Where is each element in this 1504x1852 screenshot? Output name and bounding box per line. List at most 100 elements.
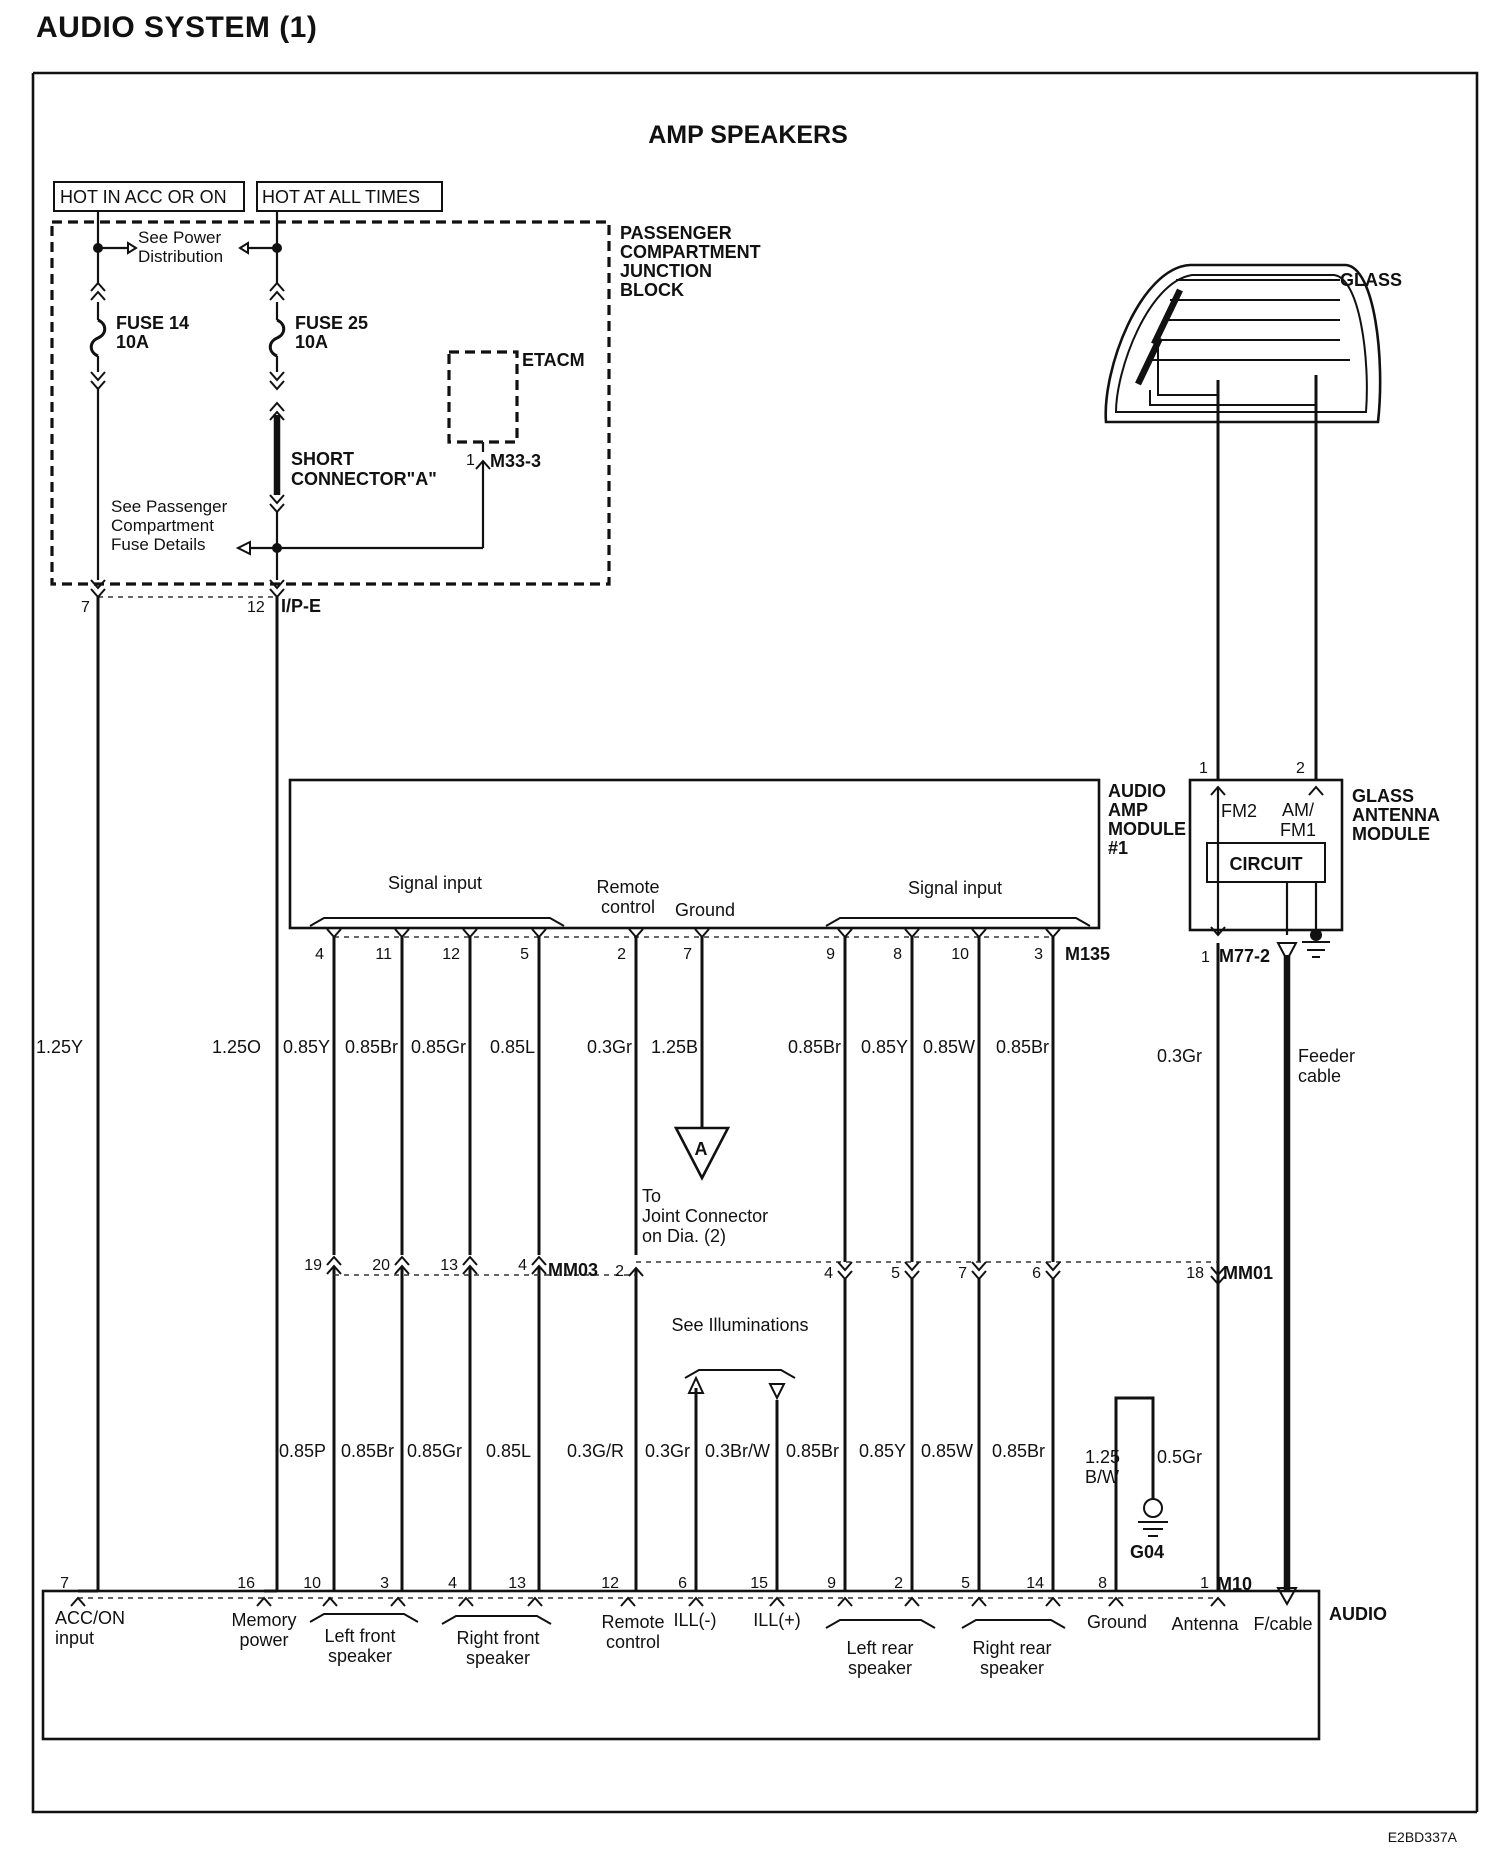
right-rear-bracket [961,1619,1066,1629]
ground-wire-label-line: 1.25 [1085,1447,1120,1467]
etacm-label: ETACM [522,350,585,370]
mm01-terminal [1210,1275,1226,1286]
ground-wire-label-line: B/W [1085,1467,1119,1487]
arrow-left-icon [235,540,251,556]
mm01-pin-number: 6 [1032,1265,1041,1282]
audio-pin-number: 7 [60,1575,69,1592]
diagram-frame [31,71,1479,1814]
amp-terminal [628,928,644,939]
joint-symbol-label: A [695,1139,708,1159]
etacm-connector: M33-3 [490,451,541,471]
audio-pin-number: 10 [303,1575,321,1592]
mm01-pin-number: 7 [958,1265,967,1282]
audio-connector: M10 [1217,1574,1252,1594]
wire-layer [78,211,1350,1599]
audio-left-rear-label-line: Left rear [846,1638,913,1658]
ground-icon [1302,941,1330,958]
right-front-bracket [441,1615,552,1625]
mm03-terminal [462,1255,478,1266]
fuse14-terminal [90,371,106,382]
antenna-terminal [1210,785,1226,796]
audio-pin-number: 8 [1098,1575,1107,1592]
mm03-terminal [394,1264,410,1275]
junction-block-label-line: PASSENGER [620,223,732,243]
amp-pin-number: 7 [683,946,692,963]
short-connector-label-line: SHORT [291,449,354,469]
audio-terminal [904,1596,920,1607]
audio-pin-number: 4 [448,1575,457,1592]
see-power-distribution-line: See Power [138,228,221,247]
amp-pin-number: 2 [617,946,626,963]
amp-wire-label: 0.85Y [861,1037,908,1057]
short-connector-terminal [269,503,285,514]
junction-block-label-line: COMPARTMENT [620,242,761,262]
am-fm1-label: AM/FM1 [1280,800,1316,840]
audio-acc-on-label-line: ACC/ON [55,1608,125,1628]
fuse14-terminal [90,290,106,301]
junction-pin-right: 12 [247,599,265,616]
lower-wire-label: 0.85L [486,1441,531,1461]
amp-module-label-line: MODULE [1108,819,1186,839]
fuse14-label-line: FUSE 14 [116,313,189,333]
lower-wire-label: 0.85P [279,1441,326,1461]
mm01-pin-number: 5 [891,1265,900,1282]
figure-code: E2BD337A [1388,1829,1458,1845]
fuse14-label-line: 10A [116,332,149,352]
audio-ill-minus: ILL(-) [673,1610,716,1630]
audio-left-front-label-line: speaker [328,1646,392,1666]
amp-terminal [1045,928,1061,939]
audio-left-rear-label-line: speaker [848,1658,912,1678]
mm01-terminal [1045,1270,1061,1281]
audio-unit-box [41,1589,1321,1741]
etacm-terminal [475,459,491,470]
ground-point-icon [1143,1498,1163,1518]
amp-pin-number: 8 [893,946,902,963]
lower-wire-label: 0.85Br [786,1441,839,1461]
fuse25-symbol [268,318,286,358]
antenna-module-label-line: GLASS [1352,786,1414,806]
audio-terminal [1045,1596,1061,1607]
joint-connector-text-line: on Dia. (2) [642,1226,726,1246]
amp-wire-label: 0.85Y [283,1037,330,1057]
amp-wire-label: 0.85Gr [411,1037,466,1057]
acc-wire-label: 1.25Y [36,1037,83,1057]
ground-wire-label: 1.25B/W [1085,1447,1120,1487]
am-fm1-label-line: FM1 [1280,820,1316,840]
short-connector-terminal [269,401,285,412]
mm01-terminal [837,1270,853,1281]
remote-control-label-line: Remote [596,877,659,897]
amp-module-label-line: #1 [1108,838,1128,858]
mm03-terminal [394,1255,410,1266]
page-title: AUDIO SYSTEM (1) [36,11,317,44]
amp-wire-label: 0.85L [490,1037,535,1057]
audio-right-front-label-line: speaker [466,1648,530,1668]
junction-terminal [90,588,106,599]
audio-right-rear-label-line: speaker [980,1658,1044,1678]
junction-terminal [269,579,285,590]
arrow-up-icon [687,1375,705,1394]
joint-connector-symbol [673,1126,731,1181]
fuse14-terminal [90,281,106,292]
mm03-pin-number: 4 [518,1257,527,1274]
glass-lead [1157,338,1219,410]
amp-terminal [462,928,478,939]
junction-block-label-line: JUNCTION [620,261,712,281]
amp-terminal [531,928,547,939]
see-fuse-details-line: See Passenger [111,497,228,516]
audio-ill-plus: ILL(+) [753,1610,801,1630]
audio-pin-number: 5 [961,1575,970,1592]
audio-right-front-label-line: Right front [456,1628,539,1648]
signal-input-bracket [309,917,565,927]
fuse14-symbol [89,318,107,358]
audio-terminal [971,1596,987,1607]
